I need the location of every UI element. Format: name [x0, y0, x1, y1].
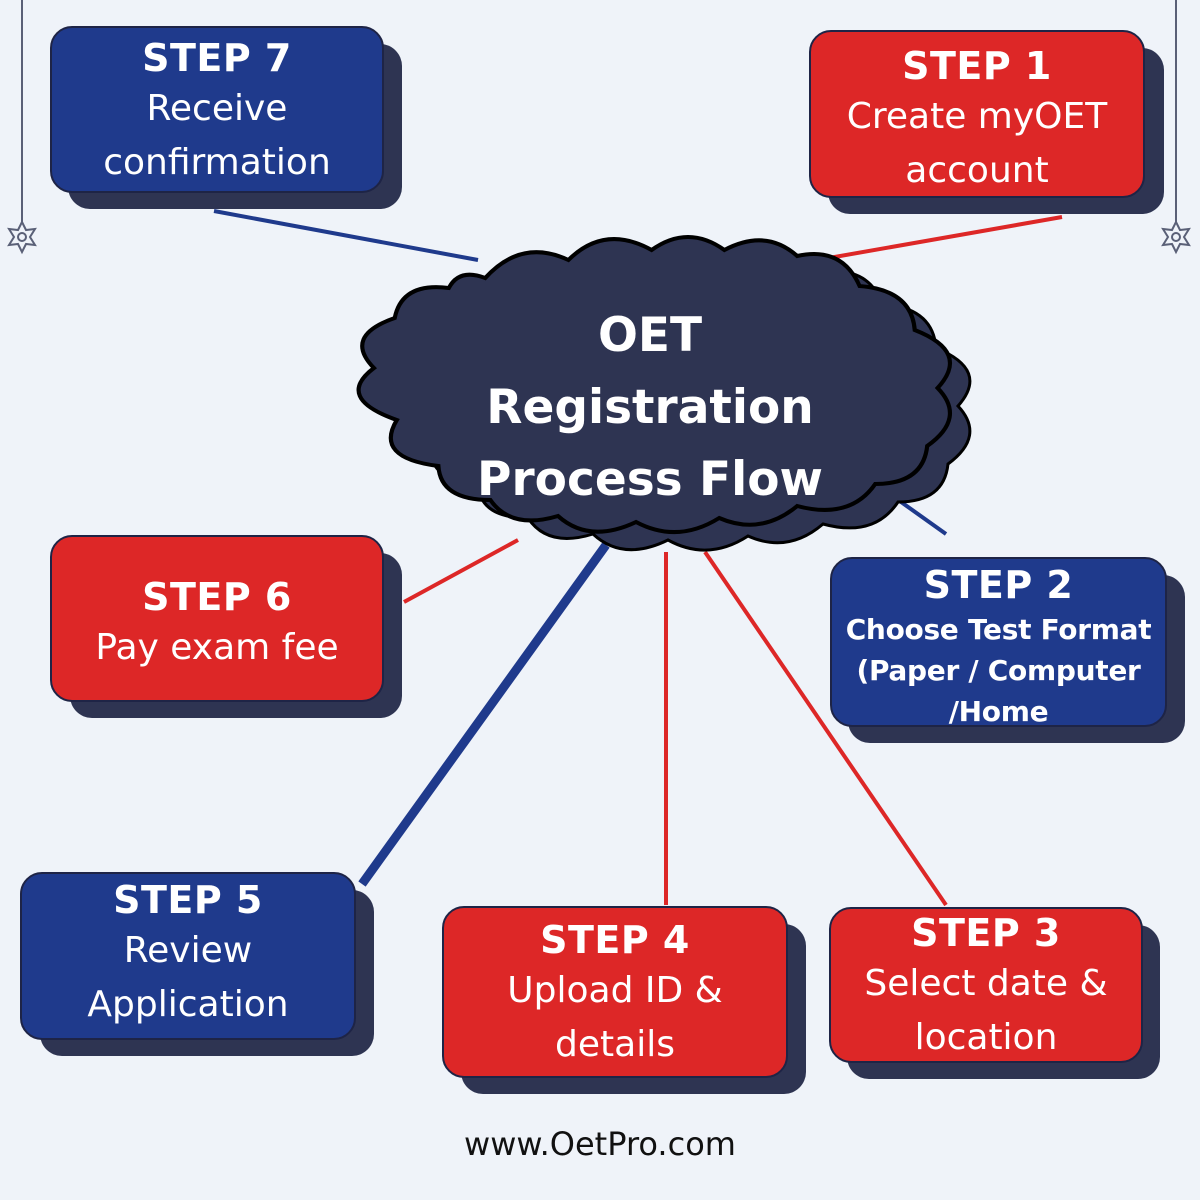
- right-hanging-ornament-icon: [1161, 0, 1191, 255]
- step-3-box: STEP 3 Select date & location: [829, 907, 1143, 1063]
- step-2-text: Choose Test Format (Paper / Computer /Ho…: [845, 613, 1152, 728]
- step-6-box: STEP 6 Pay exam fee: [50, 535, 384, 702]
- diagram-title: OET Registration Process Flow: [440, 300, 860, 516]
- step-7-box: STEP 7 Receive confirmation: [50, 26, 384, 193]
- step-5-text: Review Application: [87, 930, 289, 1025]
- step-4-title: STEP 4: [540, 918, 690, 962]
- connector-step-7: [213, 209, 479, 262]
- title-line-3: Process Flow: [477, 452, 823, 507]
- step-5-title: STEP 5: [113, 878, 263, 922]
- step-2-title: STEP 2: [923, 563, 1074, 607]
- step-7-text: Receive confirmation: [103, 88, 331, 183]
- connector-step-6: [403, 538, 519, 604]
- step-7-title: STEP 7: [142, 36, 292, 80]
- step-4-box: STEP 4 Upload ID & details: [442, 906, 788, 1078]
- center-cloud: [356, 235, 952, 534]
- step-3-title: STEP 3: [911, 911, 1061, 955]
- left-hanging-ornament-icon: [7, 0, 37, 255]
- step-6-text: Pay exam fee: [95, 627, 339, 668]
- title-line-2: Registration: [486, 380, 814, 435]
- connector-step-5: [358, 542, 610, 887]
- step-2-box: STEP 2 Choose Test Format (Paper / Compu…: [830, 557, 1167, 728]
- step-6-title: STEP 6: [142, 575, 292, 619]
- step-4-text: Upload ID & details: [507, 970, 723, 1065]
- step-5-box: STEP 5 Review Application: [20, 872, 356, 1040]
- connector-step-3: [703, 550, 948, 907]
- step-1-text: Create myOET account: [846, 96, 1108, 191]
- footer-website-url: www.OetPro.com: [464, 1125, 736, 1163]
- step-1-title: STEP 1: [902, 44, 1052, 88]
- title-line-1: OET: [597, 308, 703, 363]
- step-1-box: STEP 1 Create myOET account: [809, 30, 1145, 198]
- connector-step-1: [805, 215, 1063, 264]
- step-3-text: Select date & location: [864, 963, 1108, 1058]
